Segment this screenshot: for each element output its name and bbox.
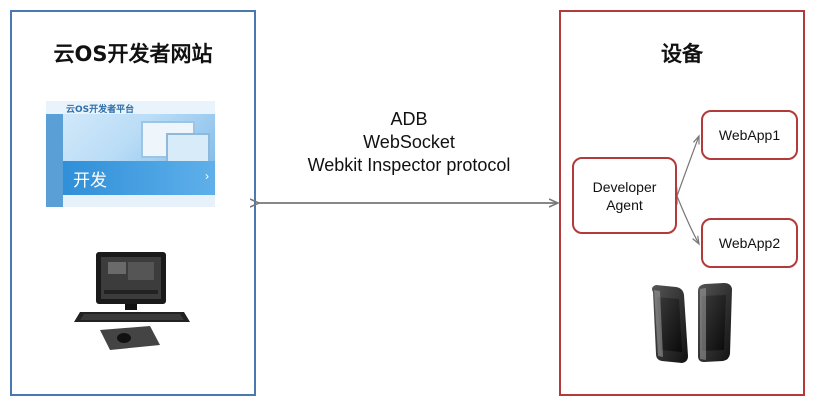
computer-icon [74,252,190,350]
connection-line-adb: ADB [390,109,428,129]
connection-line-protocol: Webkit Inspector protocol [307,155,511,175]
smartphones-icon [652,283,732,363]
developer-agent-label-line2: Agent [606,196,643,213]
website-panel-title: 云OS开发者网站 [53,42,213,66]
agent-webapp2-arrow [677,196,699,244]
webapp1-node: WebApp1 [701,110,798,160]
webapp2-node: WebApp2 [701,218,798,268]
webapp2-label: WebApp2 [718,235,781,251]
website-screenshot-image: 云OS开发者平台 开发 › [46,101,215,207]
website-hero-text: 开发 [73,171,107,191]
device-panel-title: 设备 [661,42,703,66]
webapp1-label: WebApp1 [718,127,781,143]
connection-line-websocket: WebSocket [363,132,455,152]
device-panel: 设备 [559,10,805,396]
developer-agent-label-line1: Developer [592,178,657,195]
developer-agent-node: Developer Agent [572,157,677,234]
connection-label: ADB WebSocket Webkit Inspector protocol [264,108,554,177]
agent-webapp1-arrow [677,136,699,196]
chevron-right-icon: › [205,169,209,183]
website-logo-text: 云OS开发者平台 [66,105,135,115]
